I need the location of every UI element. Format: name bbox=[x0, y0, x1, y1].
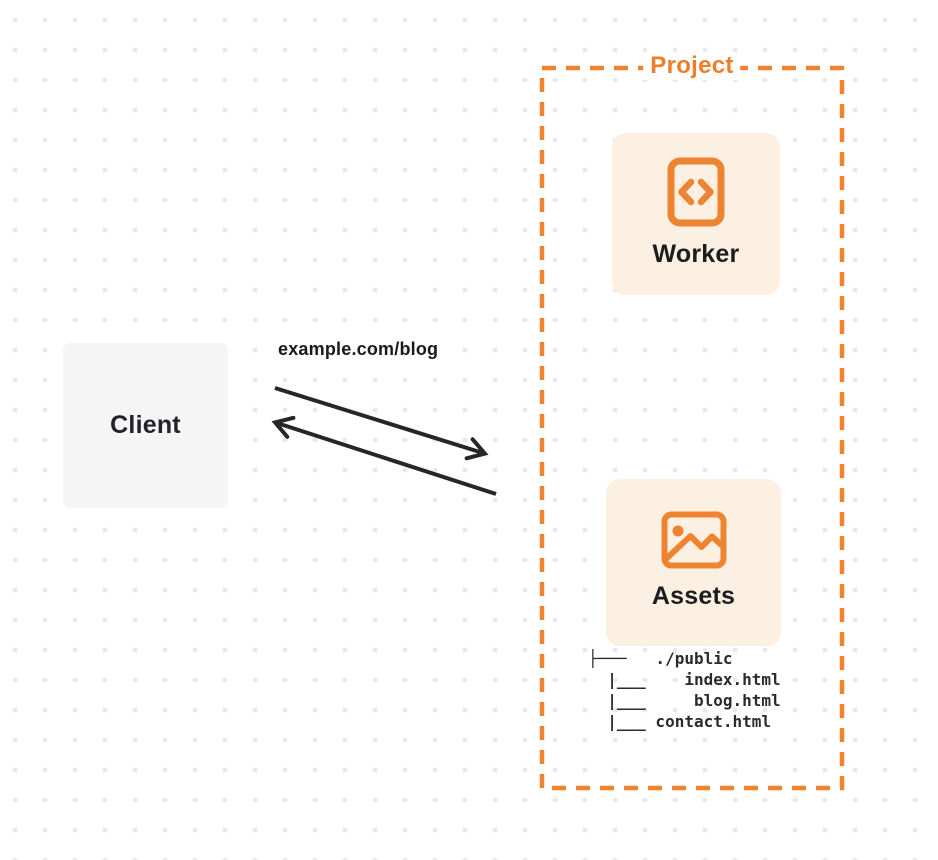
worker-label: Worker bbox=[652, 240, 740, 268]
response-arrow bbox=[271, 415, 497, 496]
assets-file-tree: ├─── ./public |___ index.html |___ blog.… bbox=[588, 649, 781, 731]
code-file-icon bbox=[667, 157, 725, 227]
assets-label: Assets bbox=[651, 582, 736, 610]
assets-node: Assets bbox=[606, 479, 781, 646]
image-icon bbox=[661, 511, 727, 569]
project-container: Project Worker Assets ├─── ./public |___… bbox=[539, 52, 845, 791]
project-title: Project bbox=[643, 52, 741, 80]
request-arrow bbox=[274, 386, 489, 461]
client-node: Client bbox=[63, 343, 228, 508]
client-label: Client bbox=[110, 411, 181, 439]
request-url-label: example.com/blog bbox=[278, 339, 439, 359]
worker-node: Worker bbox=[612, 133, 780, 295]
